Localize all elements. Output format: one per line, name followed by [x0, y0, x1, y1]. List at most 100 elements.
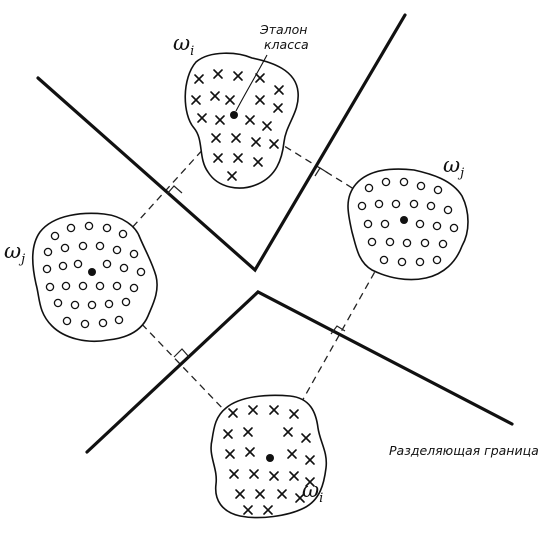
circle-icon — [380, 219, 390, 229]
class-label-symbol: ω — [4, 239, 21, 263]
cross-icon — [228, 408, 238, 418]
circle-icon — [119, 263, 129, 273]
right-angle-marker-top-left — [166, 185, 183, 195]
circle-icon — [385, 237, 395, 247]
circle-icon — [357, 201, 367, 211]
circle-icon — [84, 221, 94, 231]
circle-icon — [53, 298, 63, 308]
cross-icon — [213, 153, 223, 163]
circle-icon — [374, 199, 384, 209]
labels: Эталон класса ωi ωj ωj ωi Разделяющая гр… — [4, 22, 539, 506]
prototype-label-pointer — [235, 54, 268, 112]
circle-icon — [415, 219, 425, 229]
circle-icon — [87, 300, 97, 310]
lower-boundary — [85, 290, 514, 454]
circle-icon — [438, 239, 448, 249]
cluster-right-circles — [347, 168, 469, 281]
cross-icon — [283, 427, 293, 437]
cross-icon — [225, 95, 235, 105]
cross-icon — [301, 433, 311, 443]
cross-icon — [245, 115, 255, 125]
circle-icon — [121, 297, 131, 307]
cross-icon — [289, 471, 299, 481]
circle-icon — [129, 283, 139, 293]
cross-icon — [249, 469, 259, 479]
right-angle-marker-bottom-right — [330, 325, 346, 335]
circle-icon — [102, 223, 112, 233]
cross-icon — [255, 489, 265, 499]
cross-icon — [251, 137, 261, 147]
circle-icon — [60, 243, 70, 253]
cross-icon — [243, 427, 253, 437]
cross-icon — [269, 405, 279, 415]
circle-icon — [118, 229, 128, 239]
circle-icon — [402, 238, 412, 248]
prototype-point-right — [400, 216, 408, 224]
upper-boundary — [36, 13, 407, 273]
class-label-bottom: ωi — [302, 478, 323, 506]
cross-icon — [223, 429, 233, 439]
circle-icon — [399, 177, 409, 187]
circle-icon — [416, 181, 426, 191]
perpendicular-markers — [166, 167, 346, 358]
decision-boundaries — [36, 13, 514, 454]
right-angle-marker-top-right — [314, 167, 329, 177]
circle-icon — [114, 315, 124, 325]
circle-icon — [104, 299, 114, 309]
class-label-subscript: j — [18, 252, 25, 267]
cross-icon — [197, 113, 207, 123]
cluster-bottom-crosses — [210, 394, 328, 519]
circle-icon — [102, 259, 112, 269]
cross-icon — [231, 133, 241, 143]
circle-icon — [432, 221, 442, 231]
cross-icon — [295, 493, 305, 503]
cluster-top-outline — [184, 52, 299, 189]
class-label-subscript: i — [190, 44, 194, 59]
cross-icon — [215, 115, 225, 125]
prototype-label: Эталон класса — [259, 22, 311, 52]
cross-icon — [191, 95, 201, 105]
cross-icon — [289, 409, 299, 419]
cross-icon — [225, 449, 235, 459]
circle-icon — [363, 219, 373, 229]
class-label-symbol: ω — [302, 478, 319, 502]
class-label-subscript: j — [457, 166, 464, 181]
circle-icon — [95, 241, 105, 251]
circle-icon — [381, 177, 391, 187]
cross-icon — [213, 69, 223, 79]
cross-icon — [227, 171, 237, 181]
circle-icon — [364, 183, 374, 193]
circle-icon — [112, 245, 122, 255]
class-label-top: ωi — [173, 31, 194, 59]
cross-icon — [269, 471, 279, 481]
cross-icon — [243, 505, 253, 515]
cross-icon — [253, 157, 263, 167]
cross-icon — [255, 95, 265, 105]
cross-icon — [305, 455, 315, 465]
circle-icon — [136, 267, 146, 277]
circle-icon — [66, 223, 76, 233]
circle-icon — [379, 255, 389, 265]
cluster-bottom-points — [223, 405, 315, 515]
cluster-left-outline — [31, 212, 158, 342]
cross-icon — [233, 71, 243, 81]
cluster-top-crosses — [184, 52, 299, 189]
circle-icon — [43, 247, 53, 257]
cluster-top-points — [191, 69, 284, 181]
circle-icon — [415, 257, 425, 267]
circle-icon — [449, 223, 459, 233]
circle-icon — [443, 205, 453, 215]
class-label-left: ωj — [4, 239, 25, 267]
cross-icon — [274, 85, 284, 95]
circle-icon — [45, 282, 55, 292]
cross-icon — [269, 139, 279, 149]
circle-icon — [42, 264, 52, 274]
circle-icon — [95, 281, 105, 291]
class-label-symbol: ω — [443, 153, 460, 177]
prototype-label-line1: Эталон — [259, 22, 307, 37]
circle-icon — [61, 281, 71, 291]
cluster-right-points — [357, 177, 459, 267]
prototype-label-line2: класса — [264, 37, 309, 52]
cross-icon — [211, 133, 221, 143]
circle-icon — [112, 281, 122, 291]
